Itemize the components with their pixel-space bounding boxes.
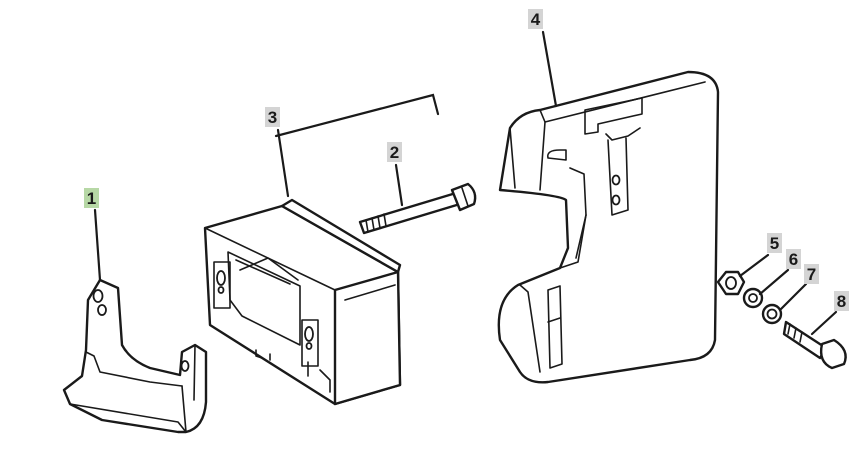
callout-1-label: 1 — [87, 189, 96, 208]
part-1-mounting-bracket[interactable] — [62, 278, 208, 434]
callout-3-label: 3 — [268, 108, 277, 127]
callout-7-box — [804, 264, 819, 284]
callout-6: 6 — [786, 249, 801, 269]
callout-2-box — [387, 142, 402, 162]
callout-5: 5 — [767, 233, 782, 253]
callout-2-label: 2 — [390, 143, 399, 162]
leader-3 — [276, 128, 290, 198]
callout-4-box — [528, 9, 543, 29]
callout-8-box — [834, 291, 849, 311]
part-8-short-bolt[interactable] — [782, 320, 847, 370]
leader-7 — [778, 282, 808, 312]
leader-2 — [394, 163, 404, 207]
callout-5-box — [767, 233, 782, 253]
callout-8-label: 8 — [837, 292, 846, 311]
callout-1: 1 — [84, 188, 99, 208]
callout-3: 3 — [265, 107, 280, 127]
callout-3-box — [265, 107, 280, 127]
callout-7-label: 7 — [807, 265, 816, 284]
callout-2: 2 — [387, 142, 402, 162]
callout-4: 4 — [528, 9, 543, 29]
part-7-lock-washer[interactable] — [761, 303, 783, 325]
part-6-washer[interactable] — [742, 287, 764, 309]
part-3-weight-bracket[interactable] — [203, 93, 440, 406]
leader-6 — [758, 268, 790, 296]
leader-1 — [93, 208, 102, 282]
leader-4 — [541, 30, 558, 108]
callout-6-label: 6 — [789, 250, 798, 269]
callout-8: 8 — [834, 291, 849, 311]
callout-5-label: 5 — [770, 234, 779, 253]
leader-8 — [810, 310, 838, 336]
callout-1-box — [84, 188, 99, 208]
part-4-suitcase-weight[interactable] — [497, 70, 720, 384]
callout-7: 7 — [804, 264, 819, 284]
leader-lines — [93, 30, 838, 336]
leader-5 — [738, 253, 770, 278]
part-2-long-bolt[interactable] — [358, 182, 477, 235]
part-5-nut[interactable] — [716, 270, 746, 296]
callout-4-label: 4 — [531, 10, 541, 29]
callout-6-box — [786, 249, 801, 269]
